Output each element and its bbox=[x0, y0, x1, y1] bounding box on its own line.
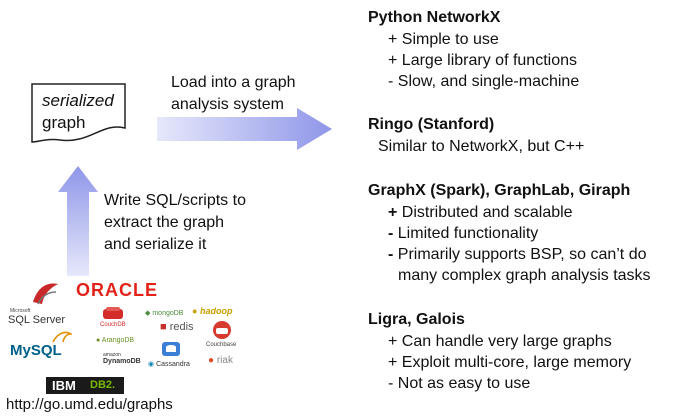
leaf-icon: ◆ bbox=[145, 310, 151, 317]
dynamodb-logo: DynamoDB bbox=[103, 358, 141, 365]
redis-label: redis bbox=[169, 321, 194, 333]
db2-label: DB2. bbox=[90, 379, 116, 391]
bullet-item: - Limited functionality bbox=[388, 225, 538, 243]
sqlserver-icon bbox=[33, 283, 58, 305]
load-caption: Load into a graph analysis system bbox=[171, 72, 296, 116]
eye-icon: ◉ bbox=[148, 361, 155, 368]
document-icon bbox=[31, 83, 126, 143]
sqlserver-logo: SQL Server bbox=[8, 314, 66, 326]
load-caption-line: Load into a graph bbox=[171, 74, 296, 91]
arangodb-label: ArangoDB bbox=[101, 337, 135, 344]
bullet-item: + Simple to use bbox=[388, 31, 499, 49]
bullet-marker: - bbox=[388, 73, 394, 90]
oracle-logo: ORACLE bbox=[76, 280, 158, 300]
load-caption-line: analysis system bbox=[171, 96, 284, 113]
bullet-marker: - bbox=[388, 225, 394, 242]
bullet-marker: - bbox=[388, 246, 394, 263]
redis-cube-icon: ■ bbox=[160, 321, 167, 333]
bullet-marker: + bbox=[388, 204, 398, 221]
elephant-icon: ● bbox=[192, 306, 198, 316]
couchdb-logo: CouchDB bbox=[100, 322, 126, 328]
bullet-item: + Distributed and scalable bbox=[388, 204, 573, 222]
write-caption-line: Write SQL/scripts to bbox=[104, 192, 246, 209]
riak-dot-icon: ● bbox=[208, 355, 215, 366]
couchbase-logo: Couchbase bbox=[206, 342, 237, 348]
bullet-text: Primarily supports BSP, so can’t do bbox=[397, 246, 647, 263]
bullet-text: Limited functionality bbox=[397, 225, 539, 242]
section-title-graphx: GraphX (Spark), GraphLab, Giraph bbox=[368, 182, 631, 199]
section-title-ringo: Ringo (Stanford) bbox=[368, 116, 495, 133]
arangodb-logo: ● ArangoDB bbox=[96, 337, 134, 344]
riak-logo: ● riak bbox=[208, 355, 233, 366]
ibm-db2-logo: IBM DB2. bbox=[46, 377, 124, 394]
note-graph-label: graph bbox=[42, 113, 86, 132]
sqlserver-small-logo: Microsoft bbox=[10, 308, 31, 314]
hadoop-label: hadoop bbox=[199, 306, 233, 316]
write-caption: Write SQL/scripts to extract the graph a… bbox=[104, 190, 246, 256]
section-title-networkx: Python NetworkX bbox=[368, 9, 501, 26]
bullet-text: Simple to use bbox=[401, 31, 499, 48]
bullet-item: + Large library of functions bbox=[388, 52, 577, 70]
cassandra-logo: ◉ Cassandra bbox=[148, 360, 190, 368]
bullet-item: - Slow, and single-machine bbox=[388, 73, 579, 91]
redis-logo: ■ redis bbox=[160, 321, 194, 333]
bullet-marker: + bbox=[388, 333, 398, 350]
mysql-logo: MySQL bbox=[10, 342, 62, 359]
bullet-item: - Not as easy to use bbox=[388, 375, 530, 393]
bullet-marker: + bbox=[388, 354, 398, 371]
bullet-item: + Can handle very large graphs bbox=[388, 333, 612, 351]
bullet-item: + Exploit multi-core, large memory bbox=[388, 354, 631, 372]
mongodb-logo: ◆ mongoDB bbox=[145, 309, 183, 317]
source-url: http://go.umd.edu/graphs bbox=[6, 396, 173, 413]
couchbase-icon bbox=[213, 321, 231, 339]
bullet-text: Large library of functions bbox=[401, 52, 577, 69]
bullet-text: Not as easy to use bbox=[397, 375, 531, 392]
riak-label: riak bbox=[216, 355, 233, 366]
write-caption-line: and serialize it bbox=[104, 236, 207, 253]
couchdb-icon bbox=[103, 307, 123, 319]
mongodb-label: mongoDB bbox=[152, 310, 184, 317]
dynamodb-small-logo: amazon bbox=[103, 352, 121, 358]
bullet-text: Similar to NetworkX, but C++ bbox=[378, 138, 585, 155]
ibm-label: IBM bbox=[52, 378, 76, 393]
bullet-text: Can handle very large graphs bbox=[401, 333, 612, 350]
bullet-text: Slow, and single-machine bbox=[397, 73, 580, 90]
section-title-ligra: Ligra, Galois bbox=[368, 311, 465, 328]
note-serialized-label: serialized bbox=[42, 91, 114, 110]
bullet-marker: - bbox=[388, 375, 394, 392]
cloud-db-icon bbox=[162, 342, 180, 356]
bullet-item: - Primarily supports BSP, so can’t do bbox=[388, 246, 646, 264]
hadoop-logo: ● hadoop bbox=[192, 306, 232, 316]
bullet-marker: + bbox=[388, 31, 398, 48]
cassandra-label: Cassandra bbox=[156, 361, 190, 368]
bullet-text: Exploit multi-core, large memory bbox=[401, 354, 632, 371]
bullet-item: many complex graph analysis tasks bbox=[398, 267, 651, 285]
avocado-icon: ● bbox=[96, 337, 101, 344]
bullet-marker: + bbox=[388, 52, 398, 69]
write-caption-line: extract the graph bbox=[104, 214, 225, 231]
bullet-item: Similar to NetworkX, but C++ bbox=[378, 138, 584, 156]
bullet-text: Distributed and scalable bbox=[401, 204, 573, 221]
bullet-text: many complex graph analysis tasks bbox=[398, 267, 651, 284]
up-arrow-icon bbox=[58, 166, 98, 276]
mysql-label: MySQL bbox=[10, 342, 62, 359]
right-arrow-icon bbox=[157, 108, 332, 150]
dolphin-icon bbox=[52, 331, 72, 343]
